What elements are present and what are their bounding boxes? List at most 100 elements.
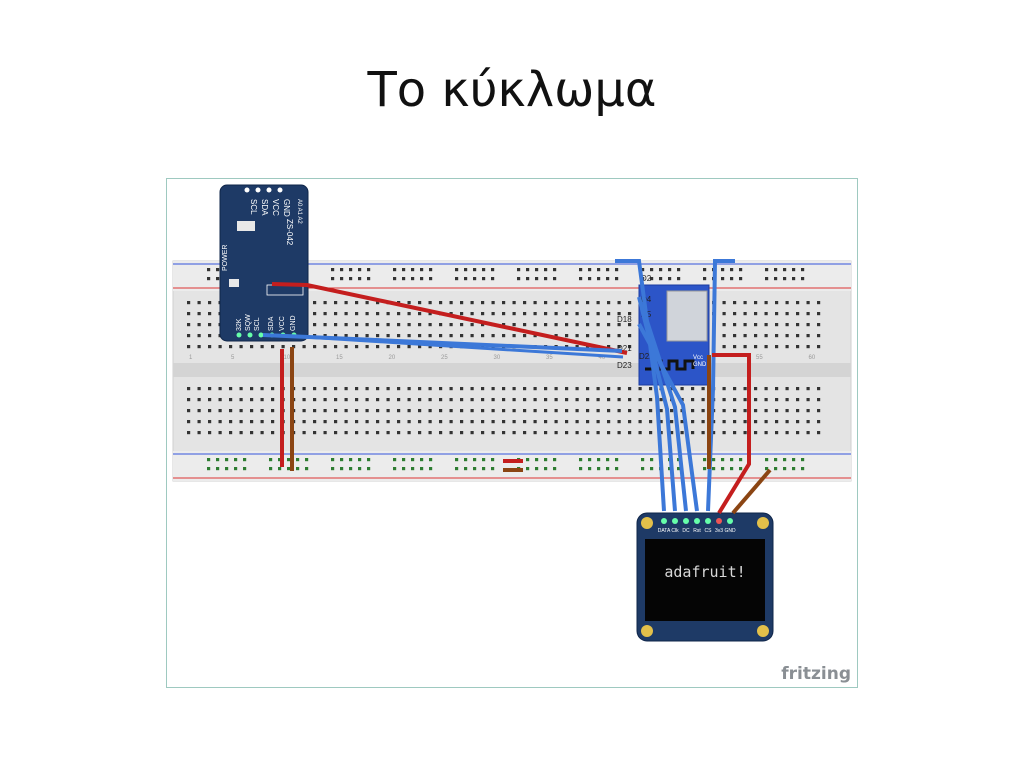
breadboard-hole bbox=[313, 409, 317, 413]
breadboard-hole bbox=[207, 268, 211, 272]
breadboard-hole bbox=[331, 467, 335, 471]
breadboard-hole bbox=[733, 301, 737, 305]
breadboard-hole bbox=[502, 387, 506, 391]
breadboard-hole bbox=[796, 345, 800, 349]
breadboard-hole bbox=[628, 301, 632, 305]
breadboard-hole bbox=[617, 312, 621, 316]
rtc-bottom-pin-label: SCL bbox=[254, 317, 261, 331]
breadboard-hole bbox=[482, 467, 486, 471]
breadboard-hole bbox=[512, 409, 516, 413]
breadboard-hole bbox=[617, 398, 621, 402]
breadboard-hole bbox=[785, 409, 789, 413]
oled-pin bbox=[683, 518, 689, 524]
breadboard-hole bbox=[796, 431, 800, 435]
breadboard-hole bbox=[334, 387, 338, 391]
breadboard-hole bbox=[491, 334, 495, 338]
breadboard-hole bbox=[533, 409, 537, 413]
breadboard-hole bbox=[607, 387, 611, 391]
rtc-top-pin-label: VCC bbox=[271, 199, 280, 216]
breadboard-hole bbox=[386, 431, 390, 435]
breadboard-hole bbox=[712, 467, 716, 471]
breadboard-hole bbox=[806, 409, 810, 413]
breadboard-hole bbox=[323, 345, 327, 349]
breadboard-hole bbox=[407, 387, 411, 391]
breadboard-column-number: 5 bbox=[231, 355, 235, 361]
breadboard-hole bbox=[344, 387, 348, 391]
breadboard-hole bbox=[785, 301, 789, 305]
breadboard-hole bbox=[481, 409, 485, 413]
breadboard-hole bbox=[365, 312, 369, 316]
breadboard-hole bbox=[365, 431, 369, 435]
breadboard-hole bbox=[792, 467, 796, 471]
breadboard-hole bbox=[597, 458, 601, 462]
breadboard-hole bbox=[428, 398, 432, 402]
breadboard-hole bbox=[796, 387, 800, 391]
breadboard-hole bbox=[659, 277, 663, 281]
oled-pin bbox=[661, 518, 667, 524]
breadboard-hole bbox=[677, 467, 681, 471]
breadboard-hole bbox=[680, 420, 684, 424]
breadboard-hole bbox=[358, 458, 362, 462]
breadboard-hole bbox=[512, 323, 516, 327]
breadboard-hole bbox=[523, 301, 527, 305]
breadboard-hole bbox=[733, 387, 737, 391]
breadboard-hole bbox=[565, 312, 569, 316]
breadboard-hole bbox=[502, 312, 506, 316]
breadboard-hole bbox=[754, 345, 758, 349]
breadboard-hole bbox=[331, 277, 335, 281]
oled-mount-hole bbox=[641, 625, 653, 637]
breadboard-hole bbox=[481, 387, 485, 391]
breadboard-hole bbox=[792, 277, 796, 281]
breadboard-hole bbox=[470, 334, 474, 338]
breadboard-hole bbox=[287, 467, 291, 471]
wires bbox=[262, 259, 772, 515]
breadboard-hole bbox=[460, 301, 464, 305]
breadboard-hole bbox=[588, 268, 592, 272]
breadboard-hole bbox=[754, 409, 758, 413]
breadboard-hole bbox=[397, 345, 401, 349]
breadboard-hole bbox=[575, 323, 579, 327]
breadboard-hole bbox=[208, 323, 212, 327]
breadboard-hole bbox=[764, 312, 768, 316]
breadboard-hole bbox=[313, 345, 317, 349]
breadboard-hole bbox=[806, 431, 810, 435]
breadboard-hole bbox=[617, 387, 621, 391]
breadboard-hole bbox=[517, 277, 521, 281]
breadboard-hole bbox=[722, 387, 726, 391]
breadboard-hole bbox=[464, 277, 468, 281]
breadboard-hole bbox=[225, 458, 229, 462]
breadboard-hole bbox=[208, 409, 212, 413]
breadboard-hole bbox=[344, 431, 348, 435]
breadboard-hole bbox=[544, 323, 548, 327]
breadboard-hole bbox=[701, 387, 705, 391]
wire-blue-dc bbox=[641, 308, 688, 512]
breadboard-hole bbox=[817, 345, 821, 349]
breadboard-hole bbox=[579, 458, 583, 462]
esp32-pin-label: D2 bbox=[641, 274, 652, 283]
breadboard-hole bbox=[411, 458, 415, 462]
breadboard-hole bbox=[607, 398, 611, 402]
breadboard-hole bbox=[269, 467, 273, 471]
rtc-address-label: A0 A1 A2 bbox=[296, 199, 302, 224]
breadboard-hole bbox=[565, 398, 569, 402]
breadboard-hole bbox=[302, 431, 306, 435]
breadboard-hole bbox=[586, 398, 590, 402]
rtc-top-pin-label: SDA bbox=[260, 199, 269, 216]
breadboard-hole bbox=[208, 420, 212, 424]
breadboard-hole bbox=[554, 301, 558, 305]
breadboard-hole bbox=[806, 334, 810, 338]
breadboard-hole bbox=[218, 431, 222, 435]
breadboard-hole bbox=[596, 334, 600, 338]
breadboard-hole bbox=[764, 398, 768, 402]
breadboard-hole bbox=[638, 409, 642, 413]
breadboard-hole bbox=[386, 409, 390, 413]
breadboard-hole bbox=[367, 458, 371, 462]
circuit-svg: 151015202530354045505560 SCL SDA VCC GND… bbox=[172, 184, 852, 684]
breadboard-hole bbox=[418, 431, 422, 435]
breadboard-hole bbox=[533, 431, 537, 435]
breadboard-hole bbox=[313, 398, 317, 402]
breadboard-hole bbox=[439, 420, 443, 424]
breadboard-hole bbox=[775, 409, 779, 413]
breadboard-hole bbox=[579, 467, 583, 471]
breadboard-hole bbox=[806, 312, 810, 316]
